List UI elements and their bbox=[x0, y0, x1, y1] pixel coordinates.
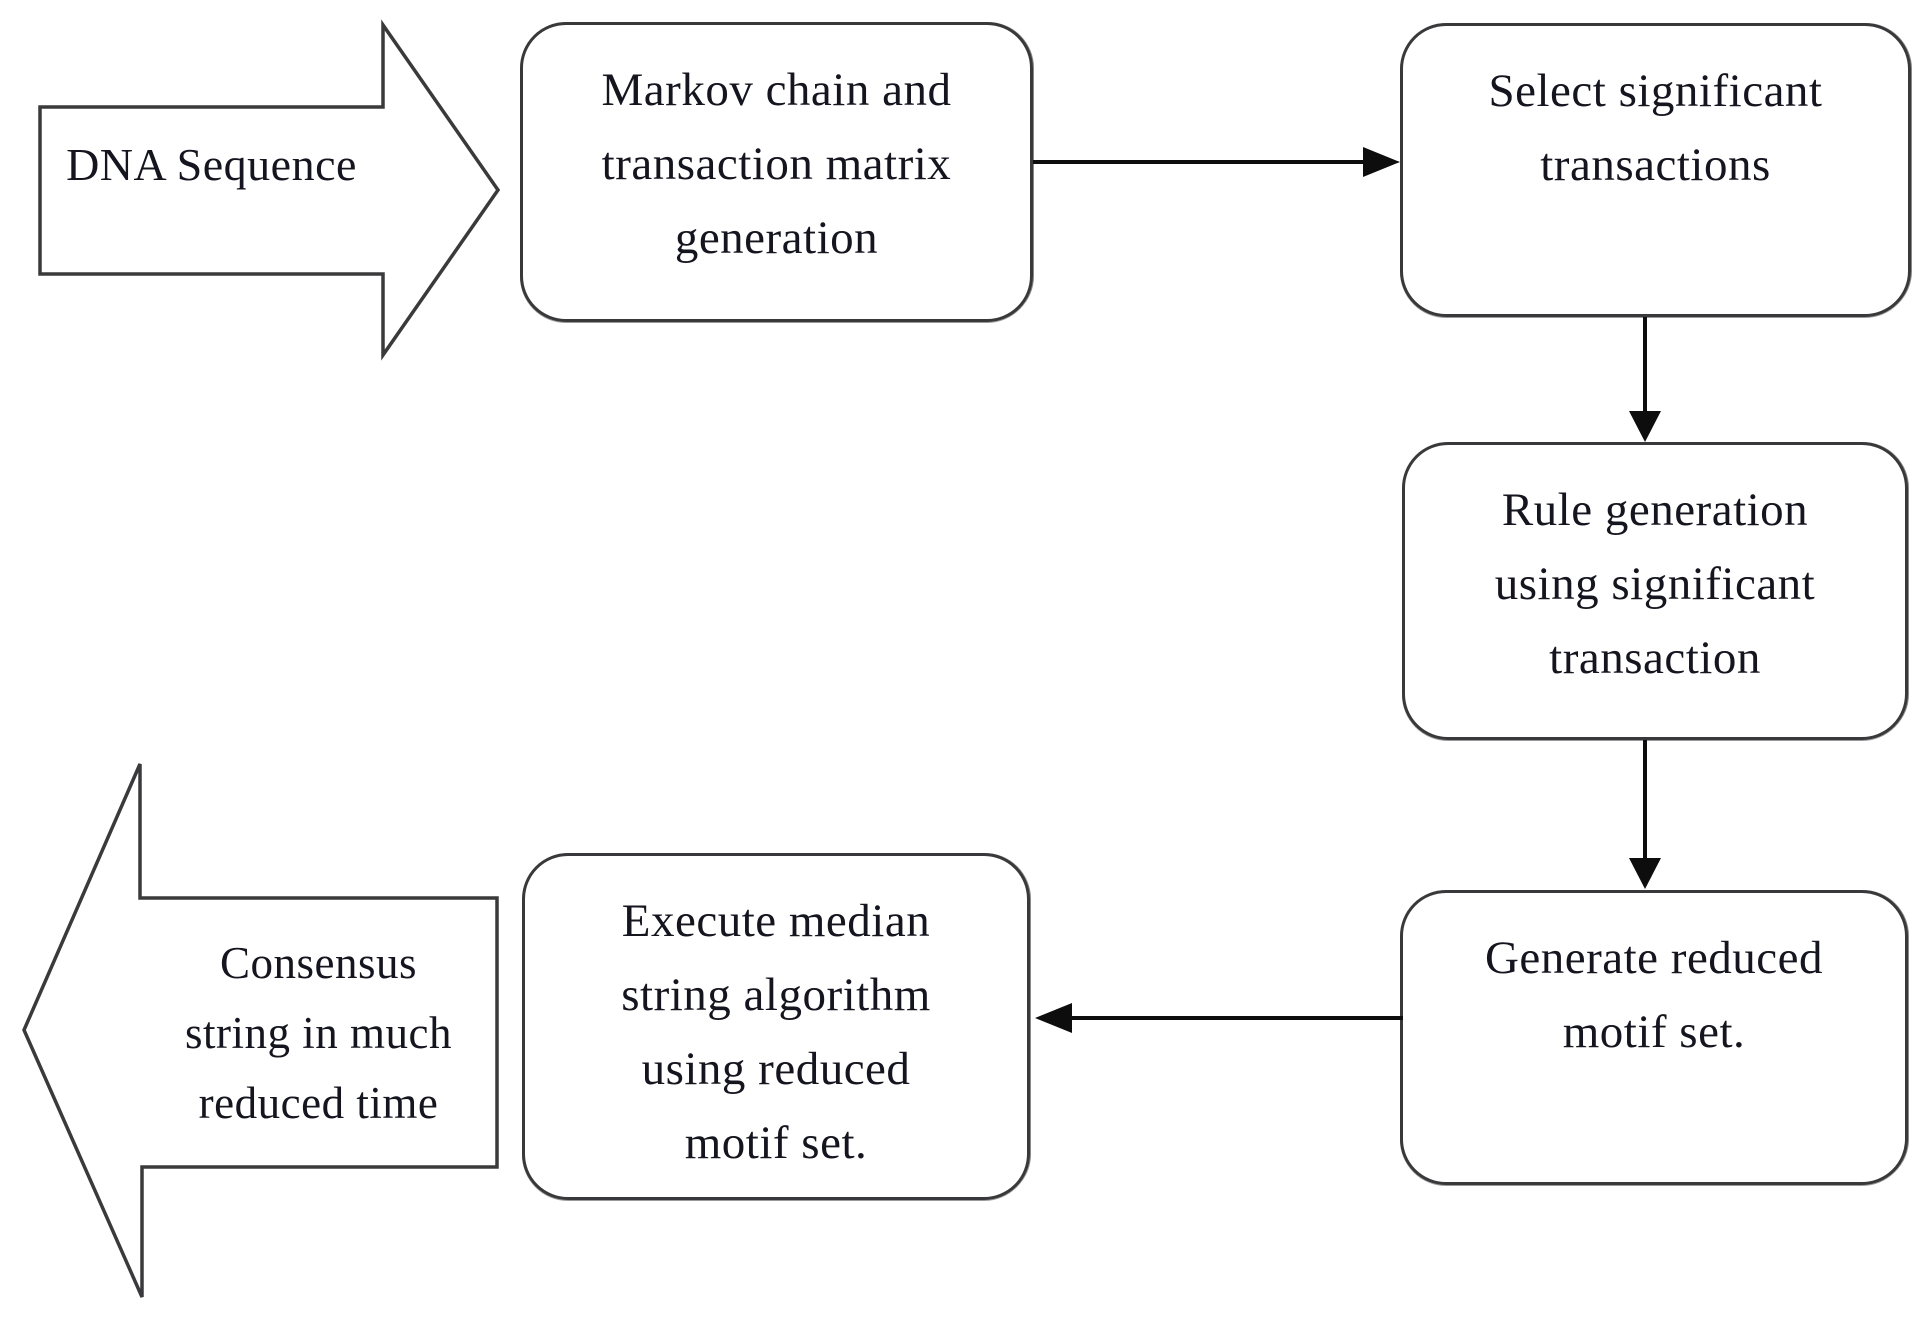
node-label-line: Generate reduced bbox=[1484, 932, 1824, 984]
node-label-line: generation bbox=[674, 212, 879, 264]
arrowhead-right-icon bbox=[1363, 147, 1400, 177]
node-markov-chain: Markov chain and transaction matrix gene… bbox=[520, 22, 1033, 322]
node-select-transactions: Select significant transactions bbox=[1400, 23, 1911, 317]
node-label-line: motif set. bbox=[1562, 1006, 1746, 1058]
node-consensus-string: Consensus string in much reduced time bbox=[140, 898, 497, 1167]
arrowhead-left-icon bbox=[1035, 1003, 1072, 1033]
block-arrow-right-icon bbox=[38, 19, 501, 361]
node-label-line: transaction matrix bbox=[601, 138, 952, 190]
dna-input-arrow-shape bbox=[38, 19, 501, 361]
node-label-line: string algorithm bbox=[621, 969, 931, 1021]
arrowhead-down-icon bbox=[1629, 411, 1661, 442]
node-execute-median-string: Execute median string algorithm using re… bbox=[522, 853, 1030, 1200]
node-label-line: transaction bbox=[1549, 632, 1761, 684]
node-dna-sequence: DNA Sequence bbox=[40, 107, 383, 222]
node-rule-generation: Rule generation using significant transa… bbox=[1402, 442, 1908, 740]
node-label-line: Consensus bbox=[219, 937, 418, 988]
node-label: DNA Sequence bbox=[66, 139, 357, 190]
node-generate-motif-set: Generate reduced motif set. bbox=[1400, 890, 1908, 1185]
node-label-line: Select significant bbox=[1488, 65, 1823, 117]
node-label-line: using significant bbox=[1494, 558, 1816, 610]
edge-markov-to-select bbox=[1033, 160, 1365, 164]
node-label-line: Execute median bbox=[621, 895, 931, 947]
node-label-line: string in much bbox=[185, 1007, 452, 1058]
node-label-line: Markov chain and bbox=[601, 64, 952, 116]
node-label-line: Rule generation bbox=[1501, 484, 1809, 536]
arrowhead-down-icon bbox=[1629, 858, 1661, 889]
node-label-line: transactions bbox=[1540, 139, 1771, 191]
node-label-line: reduced time bbox=[198, 1077, 439, 1128]
edge-generate-to-execute bbox=[1062, 1016, 1403, 1020]
node-label-line: using reduced bbox=[641, 1043, 911, 1095]
edge-select-to-rule bbox=[1643, 317, 1647, 414]
edge-rule-to-generate bbox=[1643, 740, 1647, 861]
block-arrow-left-icon bbox=[22, 763, 499, 1298]
node-label-line: motif set. bbox=[684, 1117, 868, 1169]
consensus-output-arrow-shape bbox=[22, 763, 499, 1298]
